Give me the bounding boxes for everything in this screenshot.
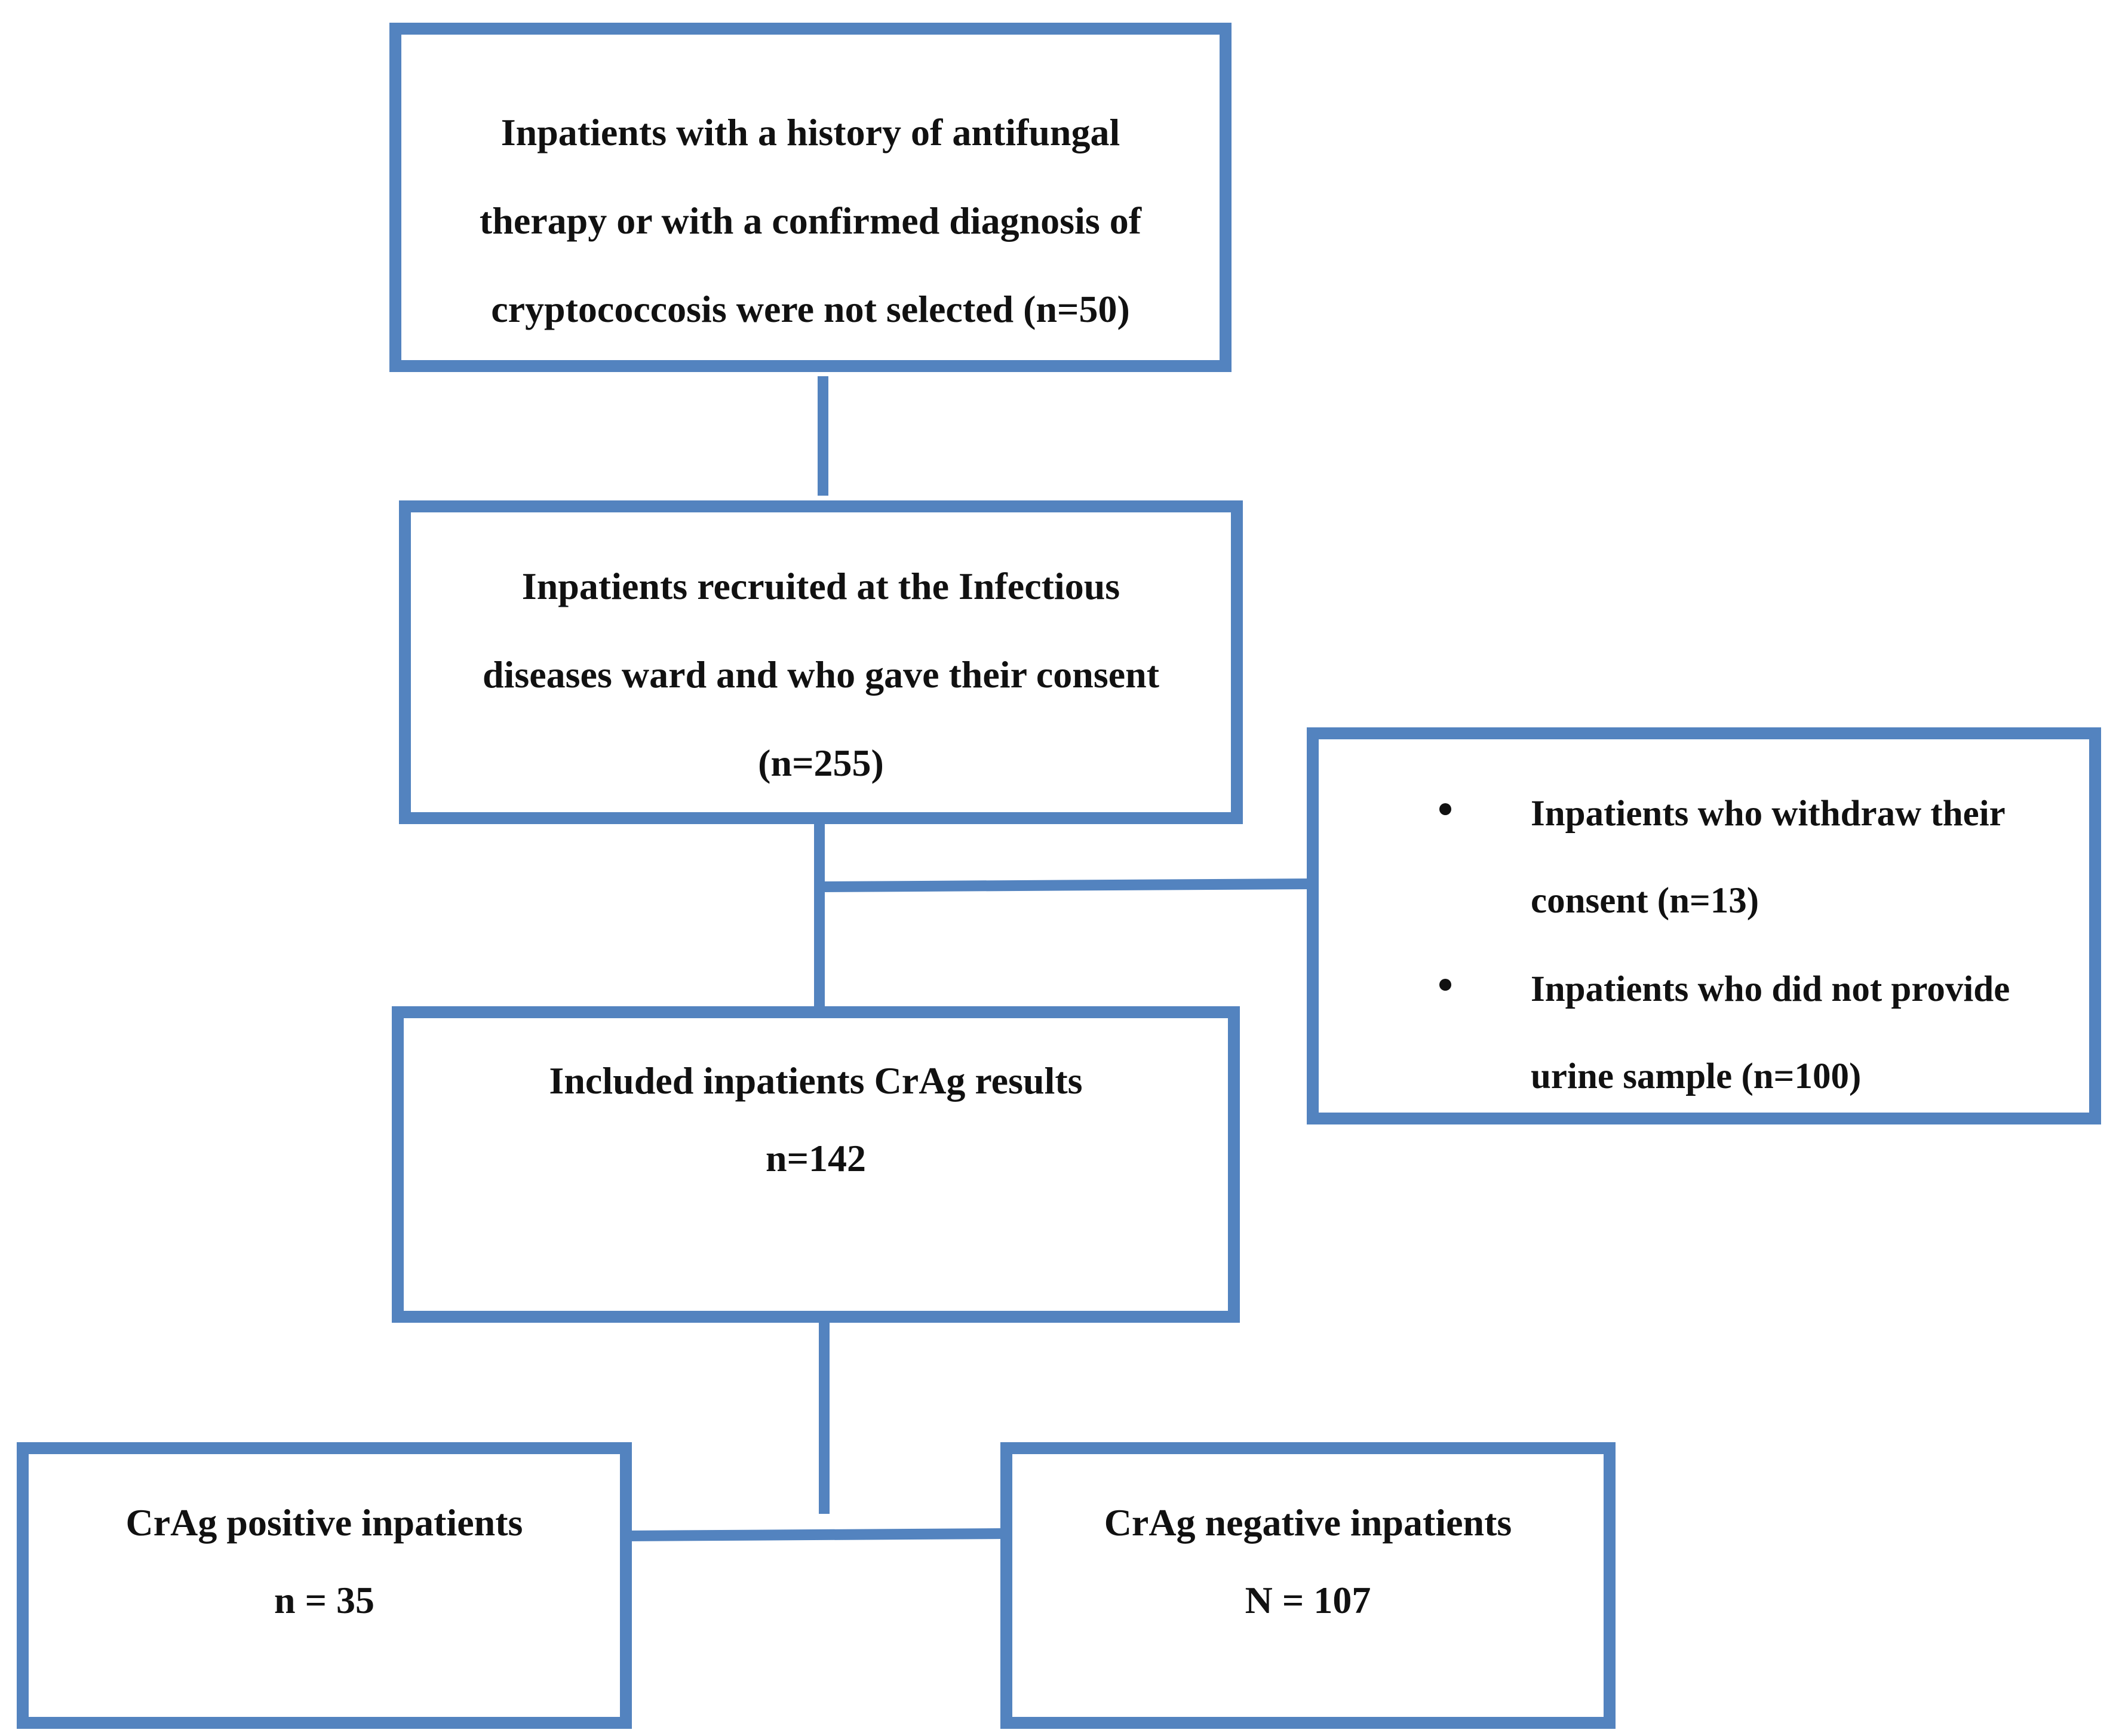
- included-line-1: Included inpatients CrAg results: [549, 1059, 1083, 1102]
- included-line-2: n=142: [765, 1137, 867, 1179]
- recruited-box: Inpatients recruited at the Infectious d…: [399, 500, 1243, 824]
- recruited-line-3: (n=255): [758, 742, 884, 784]
- connector-split-positive-negative: [627, 1528, 1007, 1541]
- withdrawn-item-1-line-2: consent (n=13): [1531, 881, 1759, 921]
- excluded-history-line-2: therapy or with a confirmed diagnosis of: [479, 199, 1142, 242]
- crag-positive-box: CrAg positive inpatients n = 35: [17, 1442, 632, 1729]
- excluded-history-line-1: Inpatients with a history of antifungal: [500, 111, 1120, 153]
- withdrawn-item-2-line-2: urine sample (n=100): [1531, 1056, 1862, 1096]
- crag-negative-box: CrAg negative inpatients N = 107: [1000, 1442, 1616, 1729]
- excluded-history-box: Inpatients with a history of antifungal …: [389, 23, 1232, 372]
- crag-positive-line-2: n = 35: [274, 1579, 375, 1621]
- withdrawn-bullet-list: Inpatients who withdraw their consent (n…: [1319, 739, 2089, 1113]
- included-box: Included inpatients CrAg results n=142: [392, 1006, 1240, 1323]
- recruited-line-2: diseases ward and who gave their consent: [482, 653, 1160, 696]
- withdrawn-item-1-line-1: Inpatients who withdraw their: [1531, 794, 2006, 834]
- connector-branch-to-withdrawn: [819, 878, 1315, 892]
- excluded-history-line-3: cryptococcosis were not selected (n=50): [491, 288, 1130, 330]
- bullet-dot-icon: [1439, 979, 1451, 991]
- crag-positive-line-1: CrAg positive inpatients: [125, 1501, 523, 1544]
- recruited-line-1: Inpatients recruited at the Infectious: [521, 565, 1120, 607]
- crag-negative-line-1: CrAg negative inpatients: [1104, 1501, 1512, 1544]
- bullet-dot-icon: [1439, 803, 1451, 815]
- withdrawn-item-2-line-1: Inpatients who did not provide: [1531, 969, 2010, 1009]
- crag-negative-line-2: N = 107: [1245, 1579, 1371, 1621]
- withdrawn-box: Inpatients who withdraw their consent (n…: [1307, 727, 2101, 1124]
